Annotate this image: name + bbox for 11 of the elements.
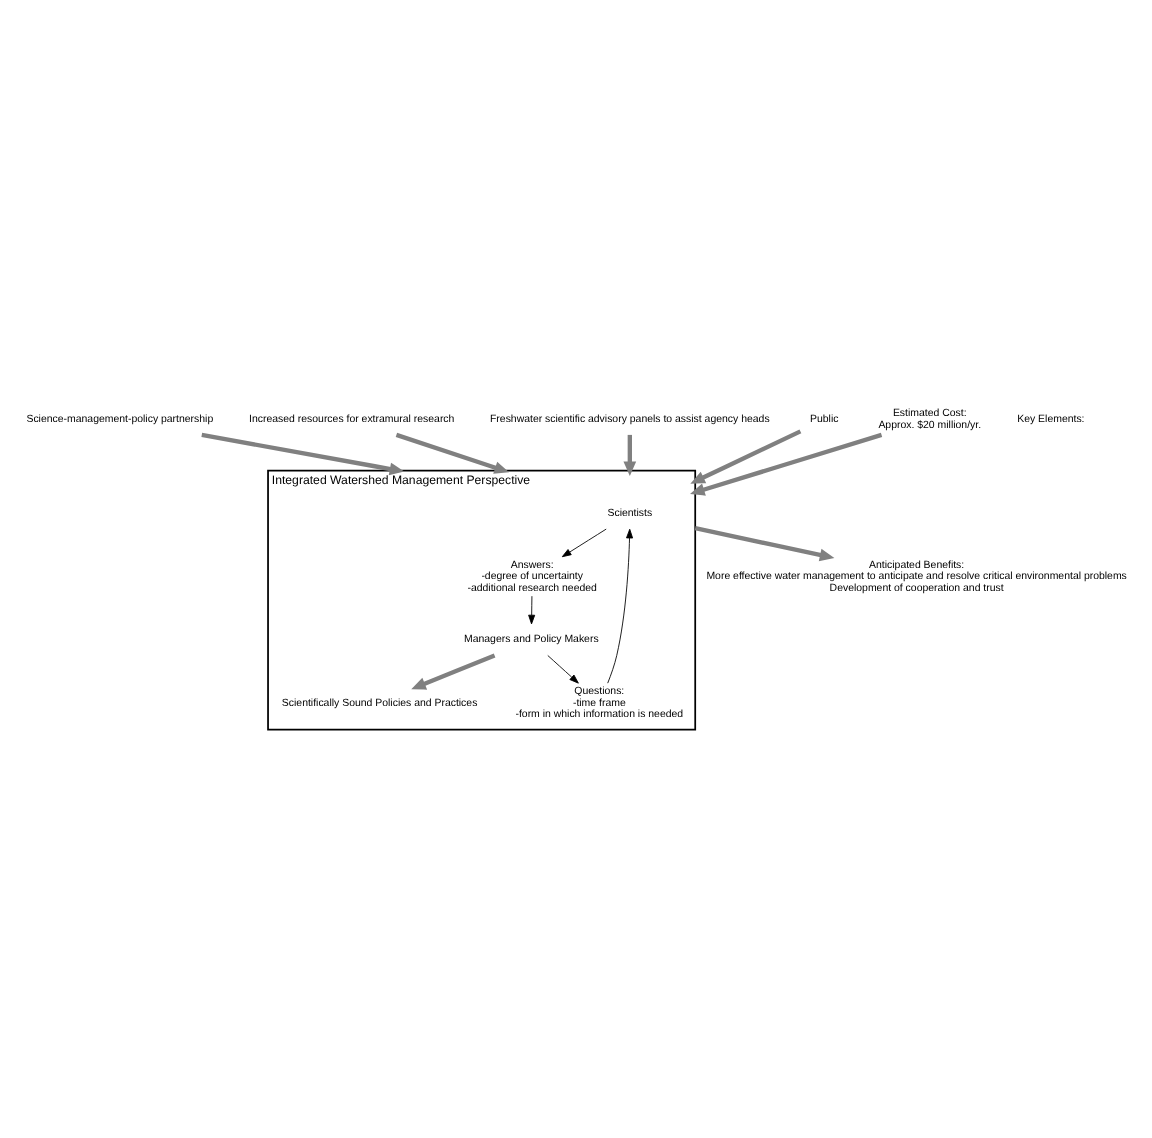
arrow <box>547 654 579 683</box>
arrow <box>623 433 637 476</box>
arrow <box>528 594 536 624</box>
arrow <box>694 525 835 561</box>
arrow <box>607 527 634 683</box>
arrow <box>201 431 405 475</box>
arrow <box>561 527 607 557</box>
arrow <box>690 431 883 495</box>
arrow <box>690 428 802 483</box>
arrow <box>411 652 496 689</box>
arrow <box>395 431 510 473</box>
